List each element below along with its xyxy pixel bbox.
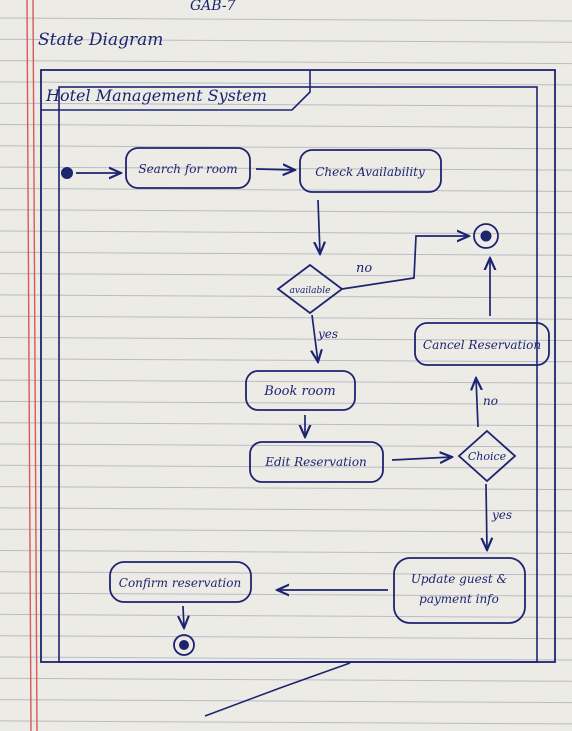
ruled-line <box>0 613 572 618</box>
final-state-top <box>473 223 499 249</box>
ruled-line <box>0 464 572 469</box>
ruled-line <box>0 102 572 107</box>
ruled-line <box>0 422 572 427</box>
ruled-line <box>0 528 572 533</box>
state-label-line1: Update guest & <box>411 572 508 586</box>
frame-name-tab <box>41 70 311 111</box>
ruled-line <box>0 81 572 86</box>
system-frame-inner <box>58 86 538 663</box>
transition-arrow <box>255 169 295 170</box>
state-edit-reservation: Edit Reservation <box>249 441 384 483</box>
ruled-line <box>0 60 572 65</box>
state-label: Search for room <box>138 162 237 176</box>
state-update-guest-payment: Update guest & payment info <box>393 557 526 624</box>
ruled-line <box>0 486 572 491</box>
state-check-availability: Check Availability <box>299 149 442 193</box>
guard-yes-available: yes <box>317 327 338 341</box>
ruled-line <box>0 187 572 192</box>
ruled-line <box>0 209 572 214</box>
ruled-line <box>0 677 572 682</box>
transition-arrow <box>476 378 478 428</box>
state-label: Book room <box>263 384 335 399</box>
ruled-line <box>0 124 572 128</box>
ruled-line <box>0 230 572 235</box>
ruled-line <box>0 507 572 512</box>
decision-available: available <box>276 263 344 315</box>
decision-label: Choice <box>468 450 507 463</box>
decision-choice: Choice <box>457 429 517 483</box>
guard-no-available: no <box>356 261 372 276</box>
ruled-line <box>0 294 572 299</box>
transition-arrow <box>391 457 452 460</box>
ruled-line <box>0 443 572 448</box>
state-book-room: Book room <box>245 370 356 411</box>
ruled-line <box>0 251 572 256</box>
ruled-line <box>0 571 572 576</box>
header-note: GAB-7 <box>190 0 236 14</box>
guard-no-choice: no <box>483 394 498 408</box>
ruled-line <box>0 550 572 554</box>
decision-label: available <box>290 286 331 296</box>
page-heading: State Diagram <box>38 30 163 50</box>
ruled-line <box>0 145 572 150</box>
transition-arrow <box>312 314 318 362</box>
frame-title: Hotel Management System <box>45 86 267 105</box>
final-state-bottom <box>173 634 195 656</box>
ruled-line <box>0 720 572 725</box>
ruled-lines <box>0 17 572 725</box>
state-label: Cancel Reservation <box>423 338 541 352</box>
pen-stroke <box>204 662 351 717</box>
state-label: Check Availability <box>315 165 425 179</box>
initial-state <box>61 167 73 179</box>
ruled-line <box>0 315 572 320</box>
state-cancel-reservation: Cancel Reservation <box>414 322 550 366</box>
guard-yes-choice: yes <box>491 508 512 522</box>
state-label: Confirm reservation <box>119 576 241 590</box>
ruled-line <box>0 38 572 43</box>
ruled-line <box>0 358 572 363</box>
transition-arrow <box>486 483 487 550</box>
state-confirm-reservation: Confirm reservation <box>109 561 252 603</box>
ruled-line <box>0 379 572 384</box>
ruled-line <box>0 17 572 22</box>
margin-line <box>26 0 32 731</box>
ruled-line <box>0 656 572 661</box>
ruled-line <box>0 273 572 278</box>
state-label: Edit Reservation <box>264 455 367 469</box>
state-label-line2: payment info <box>419 592 499 606</box>
transition-arrow <box>341 236 469 290</box>
margin-line <box>32 0 38 731</box>
ruled-line <box>0 635 572 640</box>
state-search-for-room: Search for room <box>125 147 251 189</box>
ruled-line <box>0 337 572 341</box>
transition-arrow <box>183 605 184 628</box>
ruled-line <box>0 699 572 704</box>
transition-arrow <box>318 199 320 254</box>
